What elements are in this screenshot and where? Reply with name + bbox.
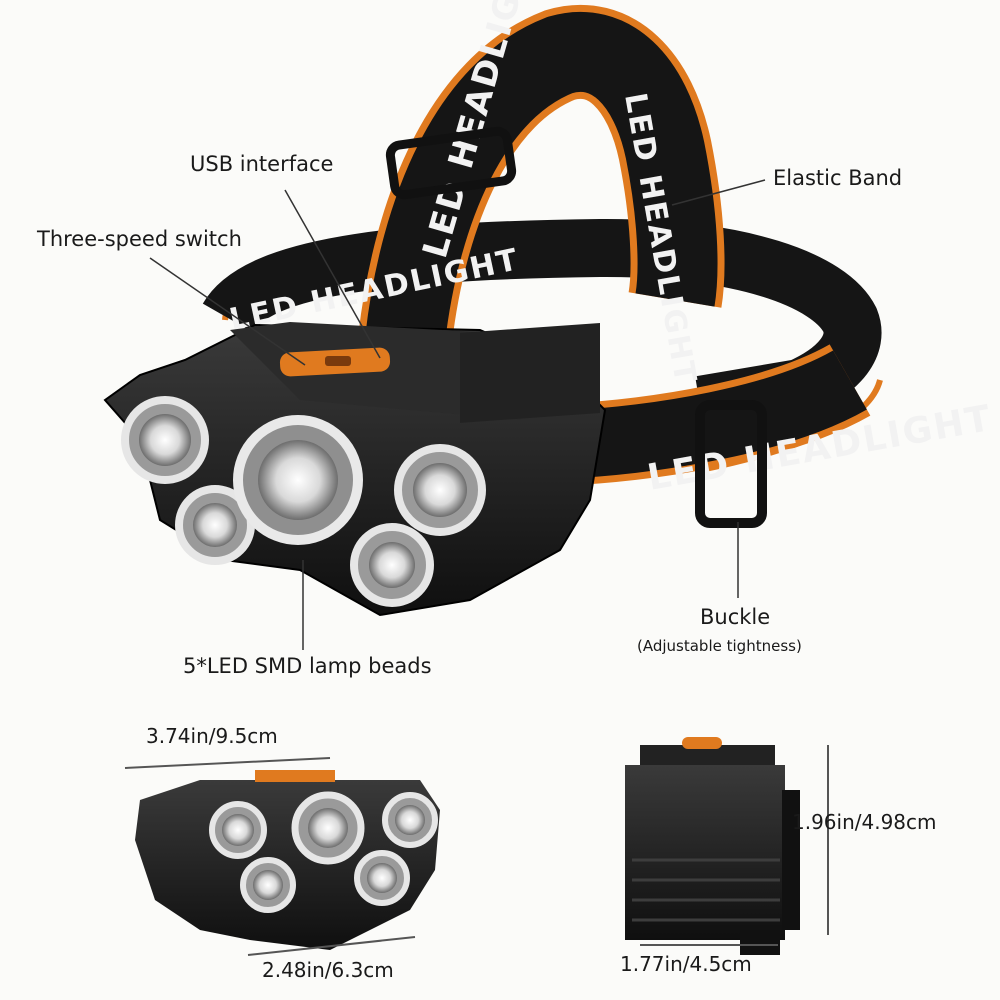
elastic-band-label: Elastic Band — [773, 166, 903, 190]
front-bottom-width-label: 2.48in/6.3cm — [262, 958, 394, 982]
lamp-beads — [121, 396, 486, 607]
side-width-label: 1.77in/4.5cm — [620, 952, 752, 976]
strap-slider — [385, 126, 517, 200]
buckle-note-label: (Adjustable tightness) — [637, 637, 802, 655]
usb-interface-label: USB interface — [190, 152, 334, 176]
front-view — [124, 757, 440, 956]
front-width-label: 3.74in/9.5cm — [146, 724, 278, 748]
callout-lines — [149, 179, 766, 650]
side-view — [625, 737, 829, 955]
three-speed-switch-label: Three-speed switch — [37, 227, 242, 251]
buckle — [695, 400, 767, 528]
side-height-label: 1.96in/4.98cm — [792, 810, 937, 834]
usb-port — [325, 356, 351, 366]
buckle-label: Buckle — [700, 605, 771, 629]
lamp-beads-label: 5*LED SMD lamp beads — [183, 654, 432, 678]
